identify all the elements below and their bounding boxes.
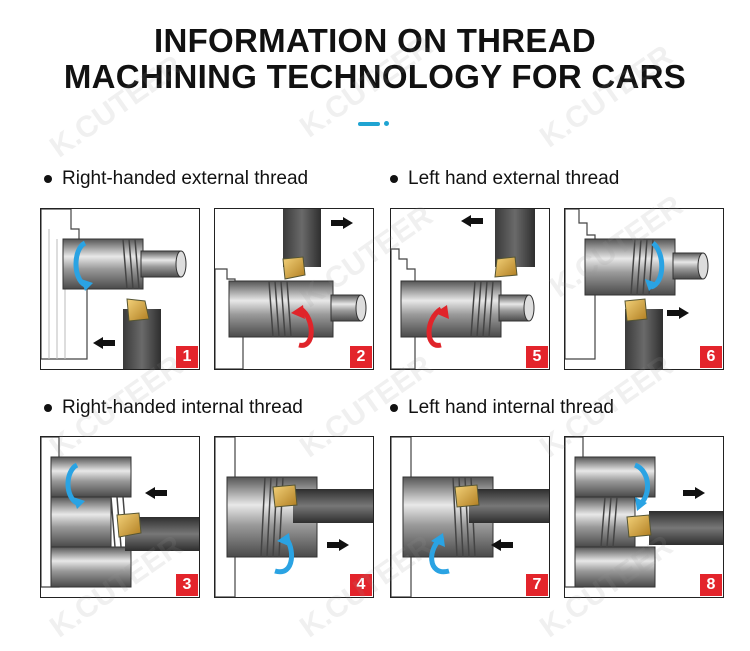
external-thread-illustration — [565, 209, 709, 369]
internal-thread-illustration — [41, 437, 199, 588]
step-badge-7: 7 — [526, 574, 548, 596]
diagram-panel-5: 5 — [390, 208, 550, 370]
section-label-text: Left hand external thread — [408, 168, 620, 189]
section-label-lh-internal: Left hand internal thread — [390, 397, 614, 419]
step-badge-4: 4 — [350, 574, 372, 596]
internal-thread-illustration — [215, 437, 373, 597]
bullet-icon — [390, 175, 398, 183]
step-badge-1: 1 — [176, 346, 198, 368]
title-accent-bar — [358, 122, 380, 126]
title-accent-dot — [384, 121, 389, 126]
section-label-text: Left hand internal thread — [408, 397, 614, 418]
step-badge-3: 3 — [176, 574, 198, 596]
external-thread-illustration — [391, 209, 535, 369]
section-label-rh-external: Right-handed external thread — [44, 168, 308, 190]
bullet-icon — [390, 404, 398, 412]
diagram-panel-1: 1 — [40, 208, 200, 370]
diagram-panel-2: 2 — [214, 208, 374, 370]
section-label-lh-external: Left hand external thread — [390, 168, 619, 190]
step-badge-8: 8 — [700, 574, 722, 596]
bullet-icon — [44, 175, 52, 183]
diagram-panel-8: 8 — [564, 436, 724, 598]
diagram-panel-3: 3 — [40, 436, 200, 598]
section-label-rh-internal: Right-handed internal thread — [44, 397, 303, 419]
step-badge-2: 2 — [350, 346, 372, 368]
page-title-line-1: INFORMATION ON THREAD — [154, 22, 596, 59]
bullet-icon — [44, 404, 52, 412]
step-badge-6: 6 — [700, 346, 722, 368]
page-title-line-2: MACHINING TECHNOLOGY FOR CARS — [63, 58, 687, 95]
section-label-text: Right-handed internal thread — [62, 397, 303, 418]
diagram-panel-7: 7 — [390, 436, 550, 598]
diagram-panel-4: 4 — [214, 436, 374, 598]
external-thread-illustration — [215, 209, 367, 369]
diagram-panel-6: 6 — [564, 208, 724, 370]
internal-thread-illustration — [565, 437, 723, 588]
step-badge-5: 5 — [526, 346, 548, 368]
section-label-text: Right-handed external thread — [62, 168, 309, 189]
external-thread-illustration — [41, 209, 187, 369]
internal-thread-illustration — [391, 437, 549, 597]
